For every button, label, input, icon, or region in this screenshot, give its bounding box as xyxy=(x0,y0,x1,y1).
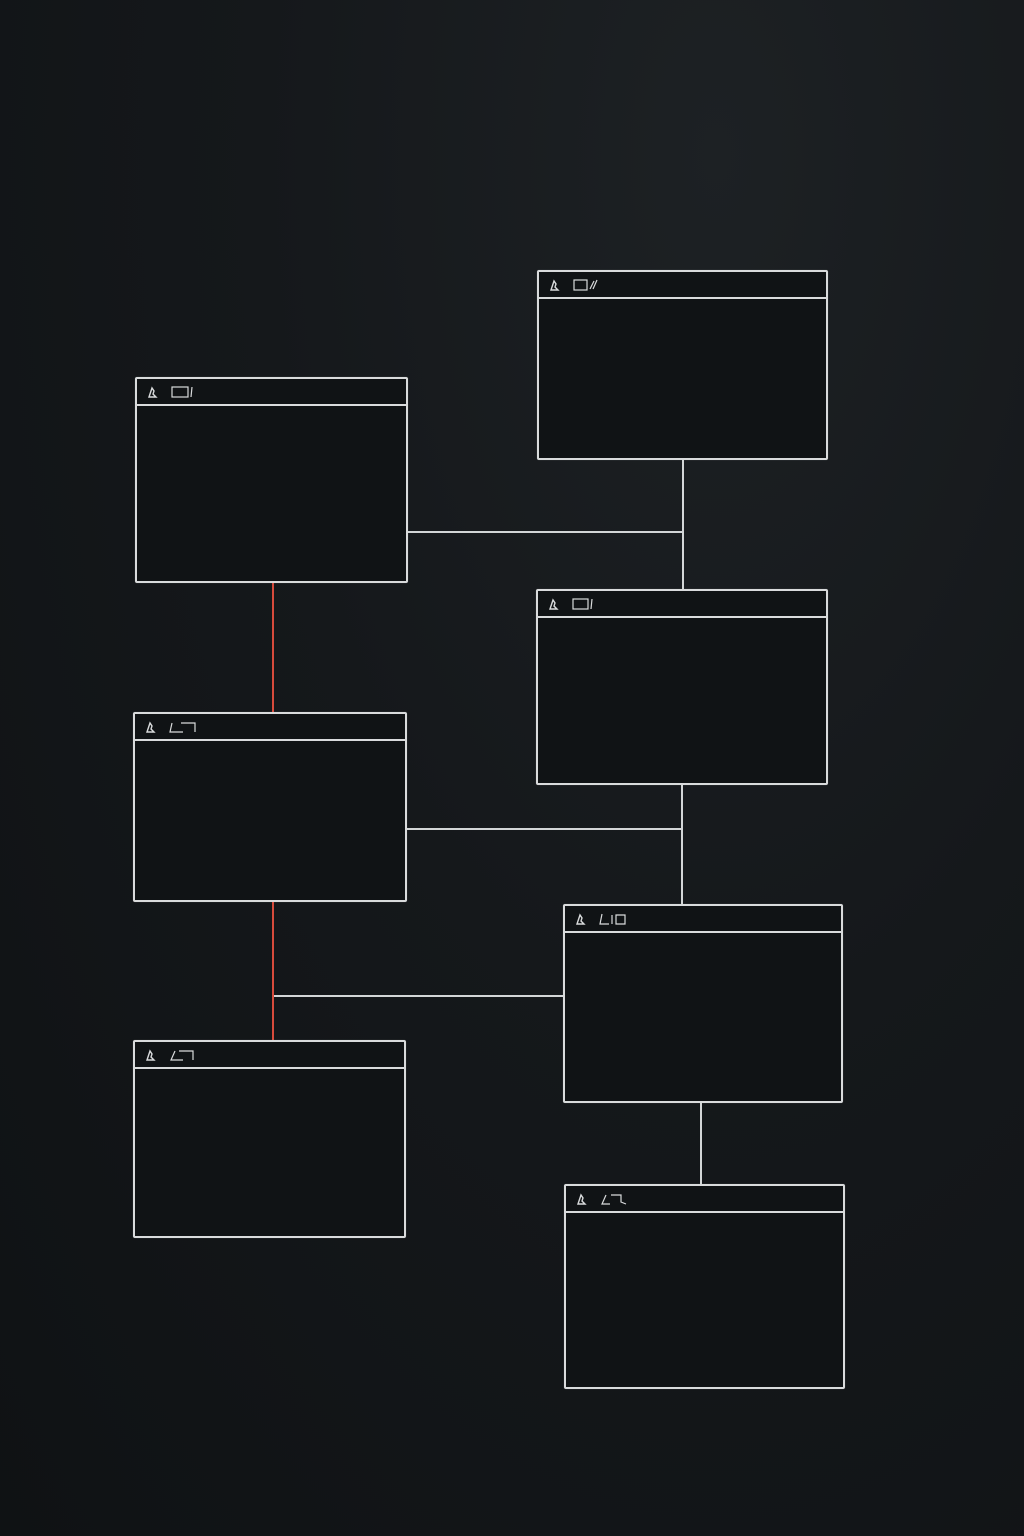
connector-mid-left-to-mid-right-horizontal xyxy=(406,828,683,830)
title-glyph-icon xyxy=(169,721,196,733)
window-bottom-left[interactable] xyxy=(133,1040,406,1238)
app-icon xyxy=(146,720,156,733)
window-body xyxy=(135,1069,404,1236)
app-icon xyxy=(576,912,586,925)
app-icon xyxy=(550,278,560,291)
window-body xyxy=(135,741,405,900)
connector-mid-left-to-lower-right-horizontal xyxy=(274,995,564,997)
connector-top-left-to-mid-left xyxy=(272,583,274,713)
connector-top-left-to-top-right-horizontal xyxy=(408,531,684,533)
title-glyph-icon xyxy=(171,385,193,398)
window-top-left[interactable] xyxy=(135,377,408,583)
connector-mid-left-to-bottom-left xyxy=(272,902,274,1041)
window-titlebar[interactable] xyxy=(538,591,826,618)
connector-mid-right-to-lower-right xyxy=(681,785,683,906)
title-glyph-icon xyxy=(601,1193,627,1205)
connector-top-right-to-mid-right xyxy=(682,460,684,590)
window-titlebar[interactable] xyxy=(137,379,406,406)
title-glyph-icon xyxy=(599,913,626,925)
connector-lower-right-to-bottom-right xyxy=(700,1102,702,1185)
app-icon xyxy=(146,1048,156,1061)
title-glyph-icon xyxy=(573,278,598,291)
window-top-right[interactable] xyxy=(537,270,828,460)
app-icon xyxy=(148,385,158,398)
window-titlebar[interactable] xyxy=(135,714,405,741)
app-icon xyxy=(549,597,559,610)
window-mid-left[interactable] xyxy=(133,712,407,902)
window-titlebar[interactable] xyxy=(135,1042,404,1069)
window-body xyxy=(538,618,826,783)
window-body xyxy=(137,406,406,581)
title-glyph-icon xyxy=(572,597,593,610)
window-titlebar[interactable] xyxy=(539,272,826,299)
window-bottom-right[interactable] xyxy=(564,1184,845,1389)
title-glyph-icon xyxy=(170,1049,194,1061)
window-titlebar[interactable] xyxy=(566,1186,843,1213)
window-body xyxy=(565,933,841,1101)
app-icon xyxy=(577,1192,587,1205)
window-mid-right[interactable] xyxy=(536,589,828,785)
window-body xyxy=(566,1213,843,1387)
window-body xyxy=(539,299,826,458)
window-lower-right[interactable] xyxy=(563,904,843,1103)
window-titlebar[interactable] xyxy=(565,906,841,933)
